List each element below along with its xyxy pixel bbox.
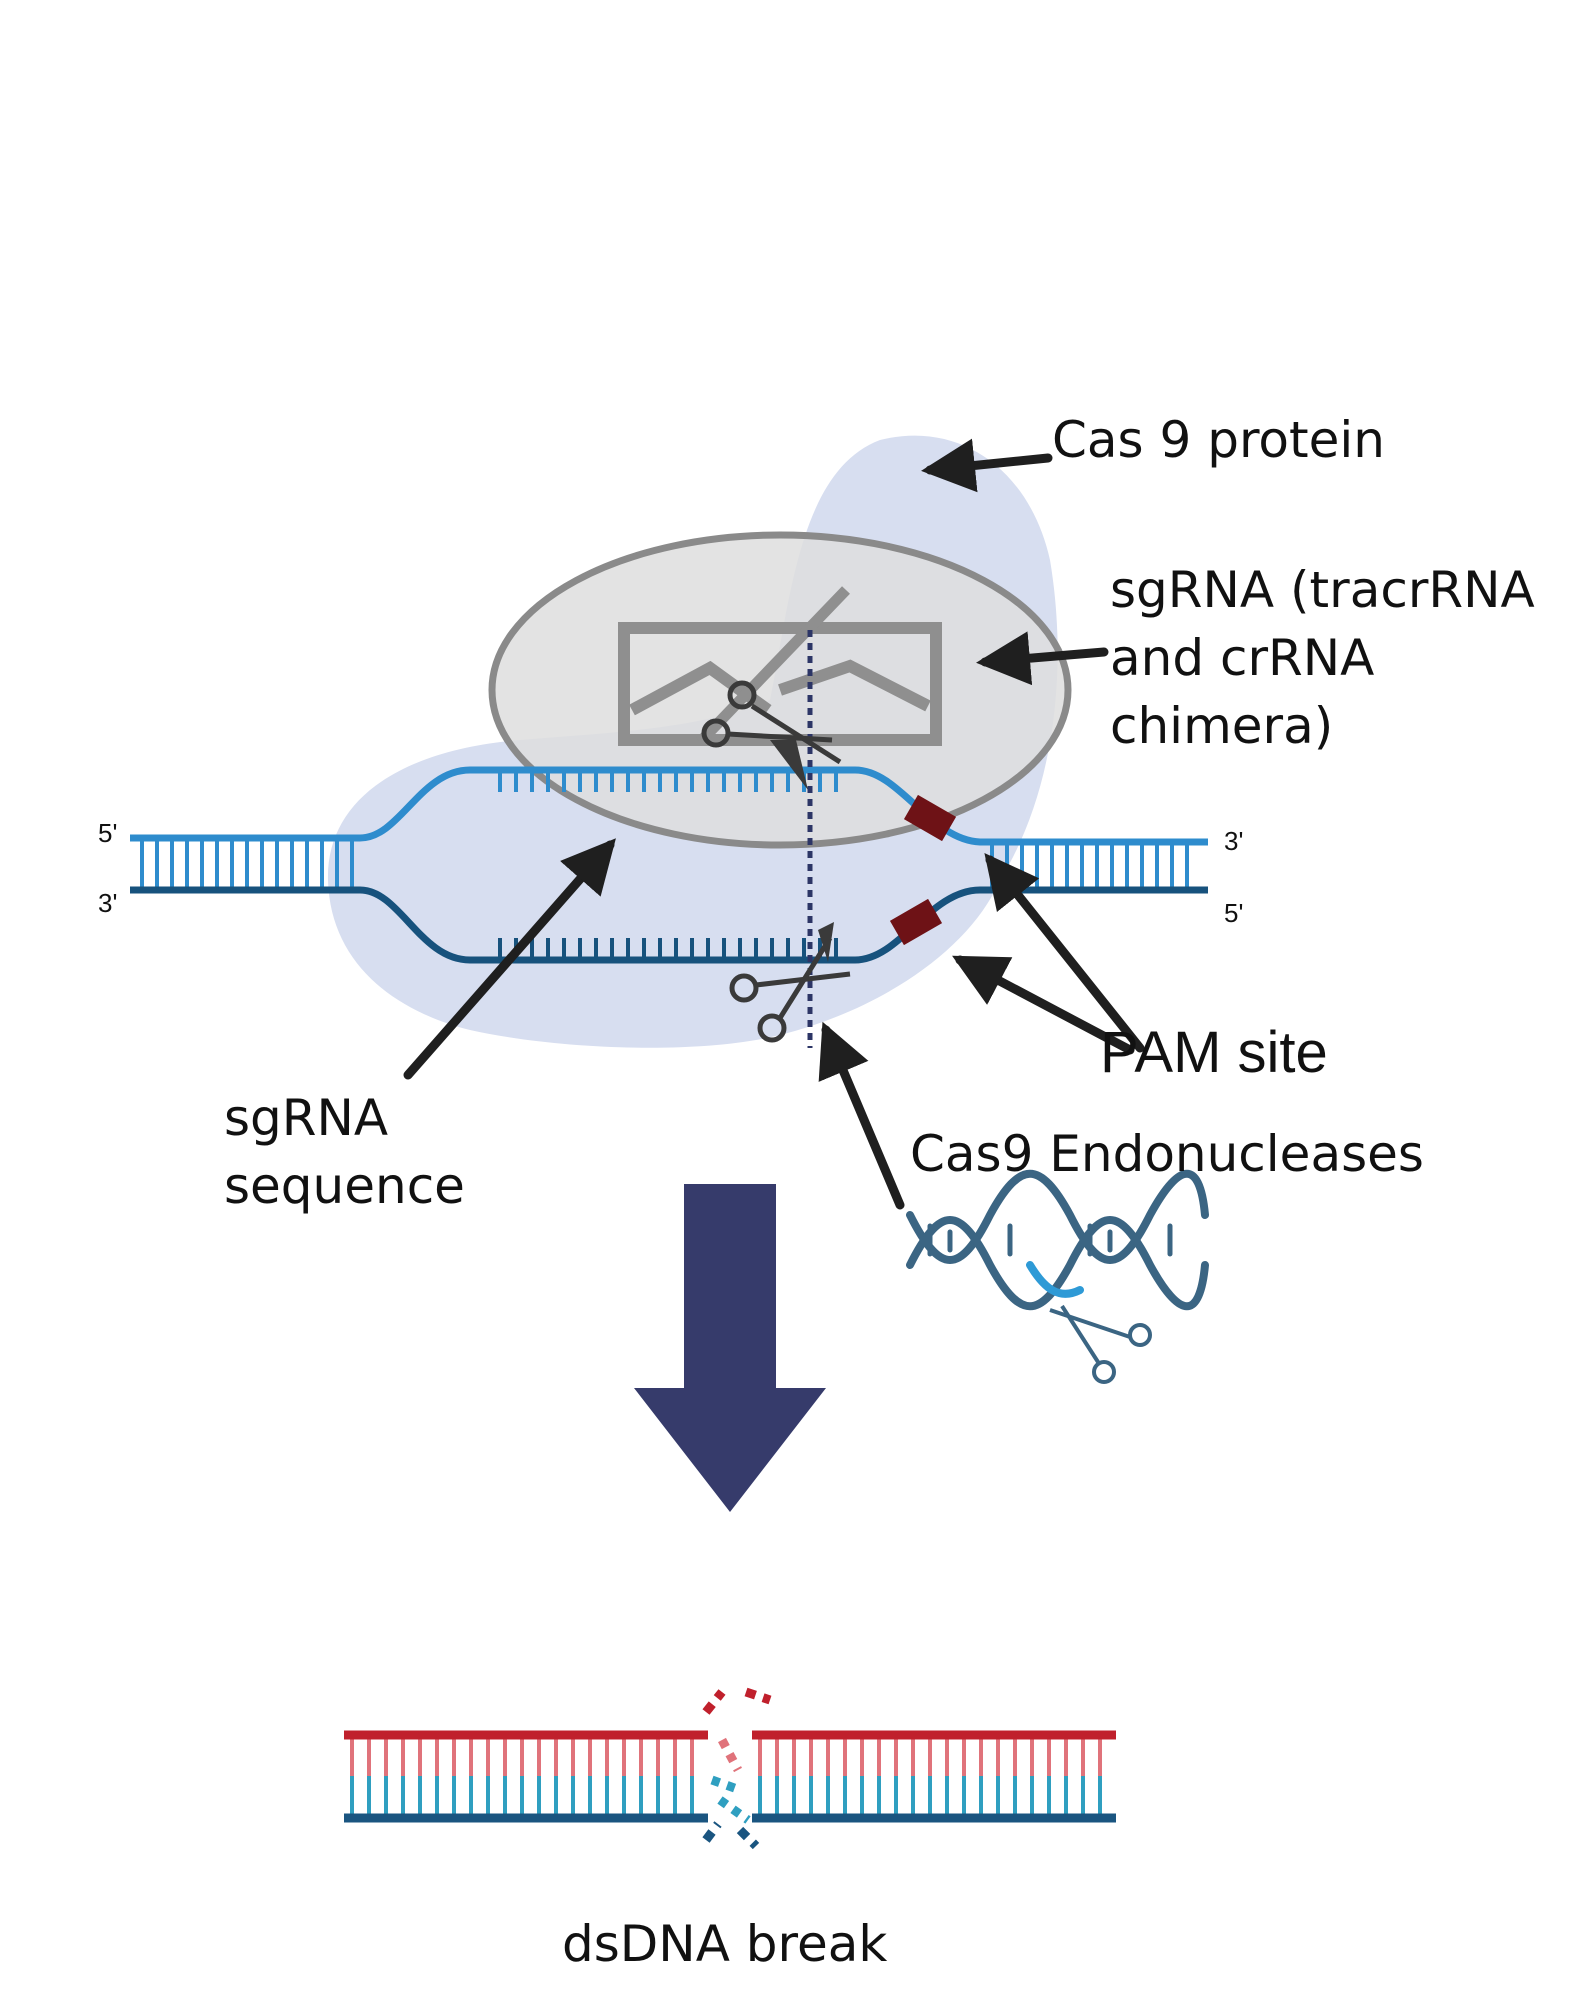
cas9-endonucleases-label: Cas9 Endonucleases xyxy=(910,1125,1424,1183)
pam-site-top xyxy=(903,794,957,842)
sgrna-chimera-label: sgRNA (tracrRNA and crRNA chimera) xyxy=(1110,556,1535,760)
strand-end-bottom-left: 3' xyxy=(98,888,118,918)
cas9-protein-arrow xyxy=(921,438,1053,493)
pam-site-bottom xyxy=(889,898,943,946)
dna-bottom-strand xyxy=(130,886,1208,964)
cas9-protein-label: Cas 9 protein xyxy=(1052,411,1385,469)
pam-site-label: PAM site xyxy=(1100,1020,1328,1085)
process-down-arrow xyxy=(634,1184,826,1512)
pam-site-arrow-bottom xyxy=(952,955,1135,1055)
dsdna-break-strands xyxy=(344,1730,1116,1823)
sgrna-chimera-arrow xyxy=(976,631,1109,686)
sgrna-sequence-label-line1: sgRNA xyxy=(224,1089,389,1147)
sgrna-chimera-label-line1: sgRNA (tracrRNA xyxy=(1110,561,1535,619)
sgrna-chimera-label-line3: chimera) xyxy=(1110,697,1334,755)
pam-site-arrow-top xyxy=(984,852,1145,1053)
strand-end-top-right: 3' xyxy=(1224,826,1244,856)
strand-end-top-left: 5' xyxy=(98,818,118,848)
pointer-arrows xyxy=(403,438,1145,1210)
scissors-icon xyxy=(1049,1304,1152,1384)
dna-helix-icon xyxy=(906,1169,1209,1311)
sgrna-sequence-label-line2: sequence xyxy=(224,1157,465,1215)
strand-end-bottom-right: 5' xyxy=(1224,898,1244,928)
dsdna-break-base-pairs xyxy=(350,1738,1102,1815)
sgrna-sequence-arrow xyxy=(403,838,616,1080)
scissors-icon xyxy=(729,922,851,1043)
broken-fragments xyxy=(702,1687,772,1850)
scissors-icon xyxy=(701,680,842,790)
dsdna-break-label: dsDNA break xyxy=(562,1915,888,1973)
cas9-endonuclease-arrow xyxy=(818,1021,905,1210)
sgrna-sequence-label: sgRNA sequence xyxy=(224,1084,465,1220)
sgrna-chimera-label-line2: and crRNA xyxy=(1110,629,1375,687)
